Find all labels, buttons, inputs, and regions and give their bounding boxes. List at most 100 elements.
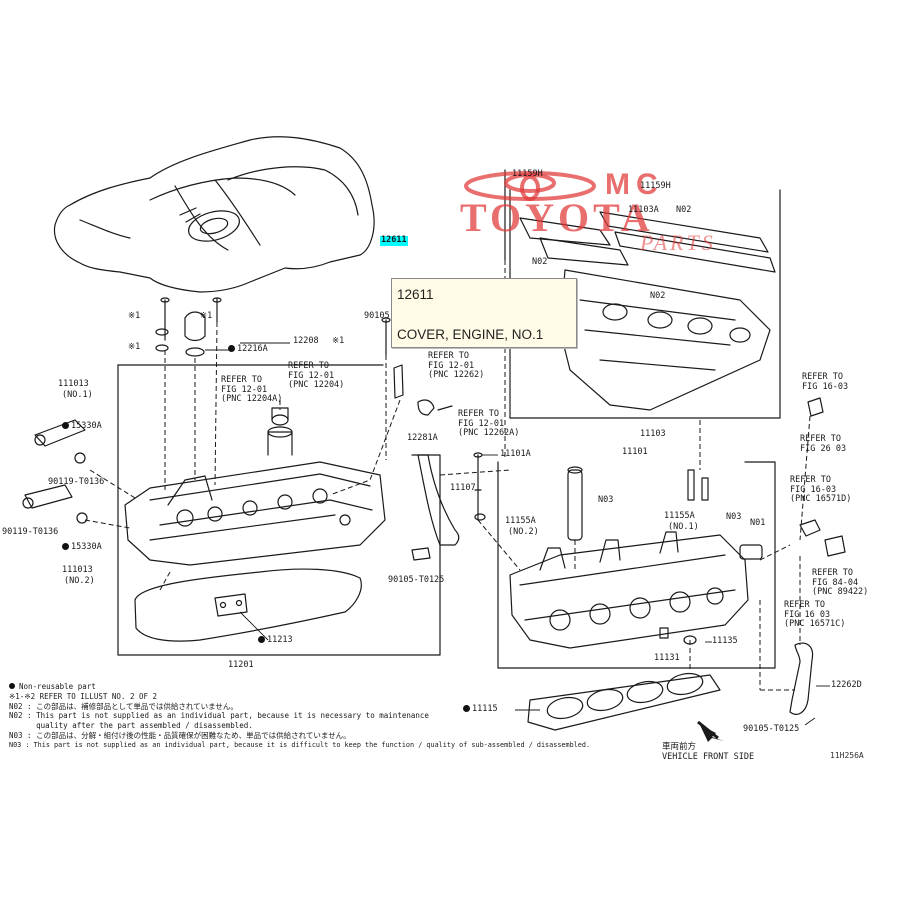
- callout-111013-no2-sub: (NO.2): [64, 576, 95, 586]
- callout-15330a-a[interactable]: 15330A: [62, 421, 102, 432]
- camshaft-housing-drawing: [504, 169, 776, 411]
- callout-12611[interactable]: 12611: [380, 235, 408, 246]
- mark-1a: ※1: [128, 311, 141, 321]
- ref-line: FIG 12-01: [458, 418, 505, 429]
- ref-line: FIG 12-01: [428, 360, 475, 371]
- head-cover-gasket-drawing: [134, 568, 362, 642]
- notes-block: Non-reusable part ※1-※2 REFER TO ILLUST …: [9, 682, 590, 751]
- vehicle-front-en: VEHICLE FRONT SIDE: [662, 752, 755, 762]
- non-reusable-dot: [62, 543, 69, 550]
- cylinder-head-cover-drawing: [124, 407, 386, 566]
- callout-11103a[interactable]: 11103A: [628, 205, 659, 215]
- refer-fig-26-03[interactable]: REFER TO FIG 26 03: [800, 434, 847, 454]
- ref-line: REFER TO: [221, 375, 262, 385]
- callout-111013-no2[interactable]: 111013: [62, 565, 93, 575]
- part-tooltip: 12611 COVER, ENGINE, NO.1: [391, 278, 577, 348]
- ref-line: (PNC 89422): [812, 587, 869, 597]
- callout-11201[interactable]: 11201: [228, 660, 254, 670]
- refer-fig-12-01-12262[interactable]: REFER TO FIG 12-01 (PNC 12262): [428, 351, 485, 381]
- callout-90105-t0125-a[interactable]: 90105-T0125: [743, 724, 800, 734]
- refer-fig-16-03-16571c[interactable]: REFER TO FIG 16 03 (PNC 16571C): [784, 600, 846, 630]
- callout-12216a[interactable]: 12216A: [228, 344, 268, 355]
- callout-90119-t0136-a[interactable]: 90119-T0136: [48, 477, 105, 487]
- callout-12208[interactable]: 12208: [293, 336, 319, 346]
- callout-11101[interactable]: 11101: [622, 447, 648, 457]
- engine-cover-drawing: [53, 136, 375, 293]
- watermark-line1: MC: [605, 168, 664, 201]
- vehicle-front-label: 車両前方 VEHICLE FRONT SIDE: [662, 742, 754, 762]
- ref-line: FIG 84-04: [812, 577, 859, 588]
- cover-fasteners-drawing: [155, 297, 222, 357]
- callout-90105-t0125-b[interactable]: 90105-T0125: [388, 575, 445, 585]
- refer-fig-12-01-12204[interactable]: REFER TO FIG 12-01 (PNC 12204): [288, 361, 345, 391]
- cylinder-head-gasket-drawing: [527, 672, 721, 731]
- callout-12281a[interactable]: 12281A: [407, 433, 438, 443]
- toyota-logo-watermark: [464, 171, 596, 201]
- callout-11107[interactable]: 11107: [450, 483, 476, 493]
- callout-11115-text: 11115: [472, 704, 498, 714]
- callout-11155a-no1-sub: (NO.1): [668, 522, 699, 532]
- callout-11159h-a[interactable]: 11159H: [512, 169, 543, 179]
- ref-line: FIG 26 03: [800, 443, 847, 454]
- cylinder-head-frame: [497, 461, 776, 669]
- callout-12216a-text: 12216A: [237, 344, 268, 354]
- cylinder-head-cover-frame: [117, 364, 441, 656]
- callout-90119-t0136-b[interactable]: 90119-T0136: [2, 527, 59, 537]
- ref-line: FIG 16-03: [790, 484, 837, 495]
- mark-1d: ※1: [332, 336, 345, 346]
- vehicle-front-jp: 車両前方: [662, 742, 697, 752]
- refer-fig-84-04[interactable]: REFER TO FIG 84-04 (PNC 89422): [812, 568, 869, 598]
- ref-line: (PNC 16571C): [784, 619, 846, 629]
- watermark-line3: PARTS: [640, 230, 716, 255]
- callout-15330a-b-text: 15330A: [71, 542, 102, 552]
- callout-11213[interactable]: 11213: [258, 635, 293, 646]
- refer-fig-12-01-12204a[interactable]: REFER TO FIG 12-01 (PNC 12204A): [221, 375, 282, 405]
- callout-n01[interactable]: N01: [750, 518, 766, 528]
- callout-11159h-b[interactable]: 11159H: [640, 181, 671, 191]
- callout-11155a-no2[interactable]: 11155A: [505, 516, 536, 526]
- refer-fig-12-01-12262a[interactable]: REFER TO FIG 12-01 (PNC 12262A): [458, 409, 519, 439]
- callout-11131[interactable]: 11131: [654, 653, 680, 663]
- refer-fig-16-03[interactable]: REFER TO FIG 16-03: [802, 372, 848, 392]
- non-reusable-dot: [463, 705, 470, 712]
- callout-12262d[interactable]: 12262D: [831, 680, 862, 690]
- cylinder-head-drawing: [509, 466, 763, 649]
- note-line-1: ※1-※2 REFER TO ILLUST NO. 2 OF 2: [9, 691, 158, 701]
- non-reusable-dot: [228, 345, 235, 352]
- callout-n03-b[interactable]: N03: [726, 512, 742, 522]
- callout-11213-text: 11213: [267, 635, 293, 645]
- callout-111013-no1[interactable]: 111013: [58, 379, 89, 389]
- callout-15330a-b[interactable]: 15330A: [62, 542, 102, 553]
- ref-line: (PNC 12262): [428, 370, 485, 380]
- ventilation-pipe-drawing: [789, 397, 846, 715]
- callout-n02-a[interactable]: N02: [676, 205, 692, 215]
- ref-line: (PNC 12204): [288, 380, 345, 390]
- callout-11135[interactable]: 11135: [712, 636, 738, 646]
- ref-line: REFER TO: [288, 361, 329, 371]
- callout-11155a-no1[interactable]: 11155A: [664, 511, 695, 521]
- mark-1b: ※1: [128, 342, 141, 352]
- non-reusable-bullet-icon: [9, 683, 15, 689]
- callout-11115[interactable]: 11115: [463, 704, 498, 715]
- ref-line: FIG 12-01: [221, 384, 268, 395]
- non-reusable-dot: [258, 636, 265, 643]
- legend-text: Non-reusable part: [19, 682, 96, 691]
- callout-n02-b[interactable]: N02: [532, 257, 548, 267]
- note-line-4: N03 : この部品は、分解・組付け後の性能・品質確保が困難なため、単品では供給…: [9, 730, 351, 740]
- callout-11103[interactable]: 11103: [640, 429, 666, 439]
- ref-line: REFER TO: [802, 372, 843, 382]
- callout-11101a[interactable]: 11101A: [500, 449, 531, 459]
- callout-n03-a[interactable]: N03: [598, 495, 614, 505]
- illustration-code: 11H256A: [830, 751, 864, 760]
- callout-90105[interactable]: 90105: [364, 311, 390, 321]
- callout-n02-c[interactable]: N02: [650, 291, 666, 301]
- ref-line: REFER TO: [790, 475, 831, 485]
- refer-fig-16-03-16571d[interactable]: REFER TO FIG 16-03 (PNC 16571D): [790, 475, 851, 505]
- note-line-3b: quality after the part assembled / disas…: [9, 721, 253, 731]
- note-line-5: N03 : This part is not supplied as an in…: [9, 740, 591, 749]
- mark-1c: ※1: [200, 311, 213, 321]
- watermark-line2: TOYOTA: [460, 195, 654, 240]
- watermark: MC TOYOTA PARTS: [460, 168, 790, 260]
- callout-11155a-no2-sub: (NO.2): [508, 527, 539, 537]
